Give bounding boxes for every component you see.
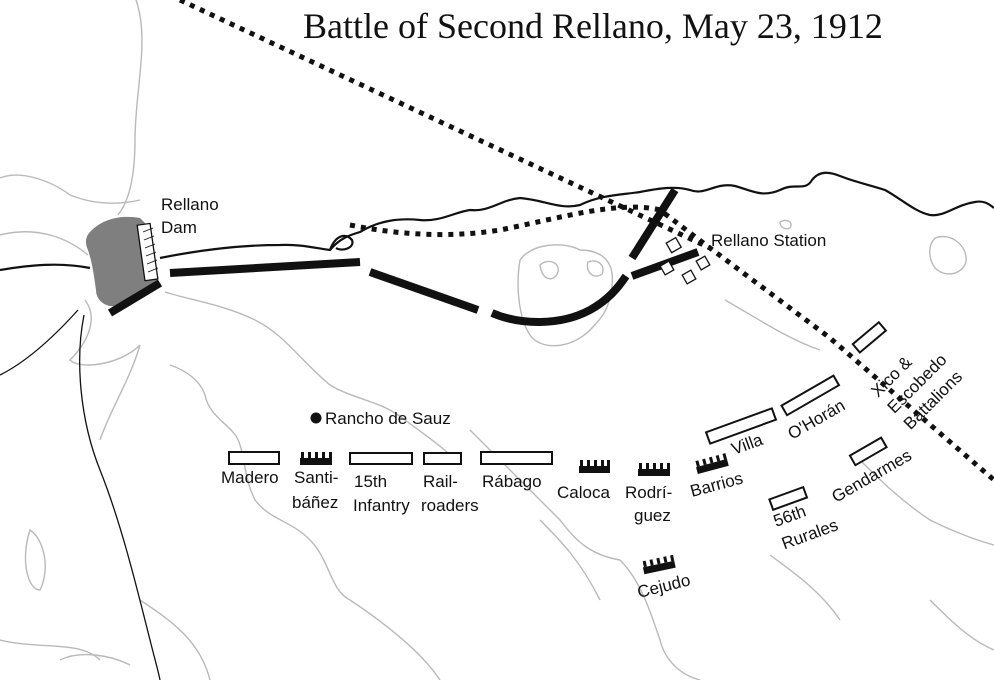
label-madero: Madero <box>221 468 279 487</box>
river <box>0 171 994 272</box>
label-rellano-station: Rellano Station <box>711 231 826 250</box>
unit-railroaders-symbol <box>423 452 462 465</box>
label-rancho-de-sauz: Rancho de Sauz <box>325 409 451 428</box>
label-rellano-dam: Rellano Dam <box>161 195 223 237</box>
unit-56th-rurales-symbol <box>768 485 809 512</box>
label-rodriguez: Rodrí- guez <box>625 483 677 525</box>
label-xico-escobedo: Xico & Escobedo Battalions <box>867 331 970 434</box>
label-railroaders: Rail- roaders <box>421 472 479 515</box>
railroad-main <box>178 0 994 482</box>
unit-15th-infantry-symbol <box>349 452 413 465</box>
rancho-marker-dot <box>310 412 322 424</box>
label-rabago: Rábago <box>482 472 542 491</box>
unit-villa-symbol <box>704 407 778 445</box>
unit-xico-escobedo-symbol <box>851 320 888 354</box>
label-caloca: Caloca <box>557 483 610 502</box>
map-title: Battle of Second Rellano, May 23, 1912 <box>303 6 883 46</box>
unit-rodriguez-symbol <box>638 463 670 476</box>
label-barrios: Barrios <box>688 469 745 501</box>
river-bend <box>328 234 354 251</box>
label-santibanez: Santi- báñez <box>292 468 343 512</box>
unit-gendarmes-symbol <box>848 436 888 467</box>
roads <box>0 309 161 680</box>
unit-santibanez-symbol <box>300 452 332 465</box>
unit-rabago-symbol <box>480 451 553 465</box>
dam-wall <box>136 222 159 282</box>
orozquista-units <box>228 320 888 512</box>
dam-hatch <box>142 227 159 273</box>
unit-barrios-symbol <box>695 453 729 474</box>
railroad-spur <box>349 204 712 250</box>
unit-ohoran-symbol <box>780 374 841 417</box>
federal-units <box>300 452 729 575</box>
label-15th-infantry: 15th Infantry <box>353 472 410 515</box>
unit-madero-symbol <box>228 451 280 465</box>
station-buildings <box>659 236 711 285</box>
unit-cejudo-symbol <box>642 554 676 575</box>
label-cejudo: Cejudo <box>635 570 692 601</box>
unit-caloca-symbol <box>579 460 610 473</box>
federal-line <box>107 187 700 326</box>
